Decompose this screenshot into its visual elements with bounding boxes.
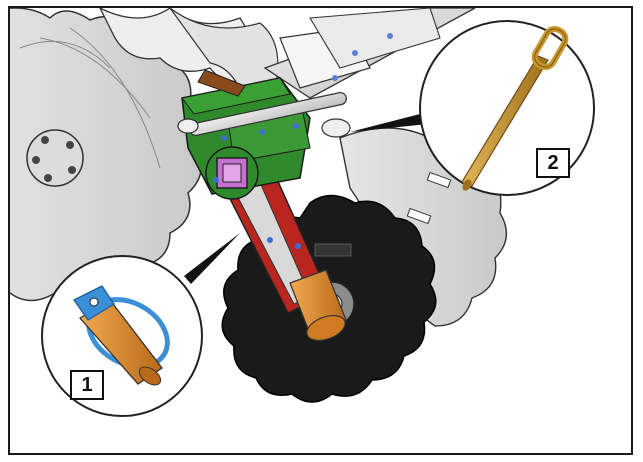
callout-pointers bbox=[184, 112, 428, 284]
callout-label-1: 1 bbox=[70, 370, 104, 400]
linch-pin-icon bbox=[73, 285, 170, 386]
machine-illustration bbox=[10, 8, 595, 417]
upper-discs bbox=[99, 8, 279, 104]
callout-label-2: 2 bbox=[536, 148, 570, 178]
handle-pin-icon bbox=[461, 25, 569, 191]
green-bracket bbox=[177, 69, 351, 200]
red-arm bbox=[220, 167, 347, 341]
frame-beams bbox=[263, 8, 476, 99]
left-disc bbox=[10, 8, 203, 302]
callout-circle-1 bbox=[41, 255, 203, 417]
illustration-frame: 1 2 bbox=[8, 6, 633, 455]
